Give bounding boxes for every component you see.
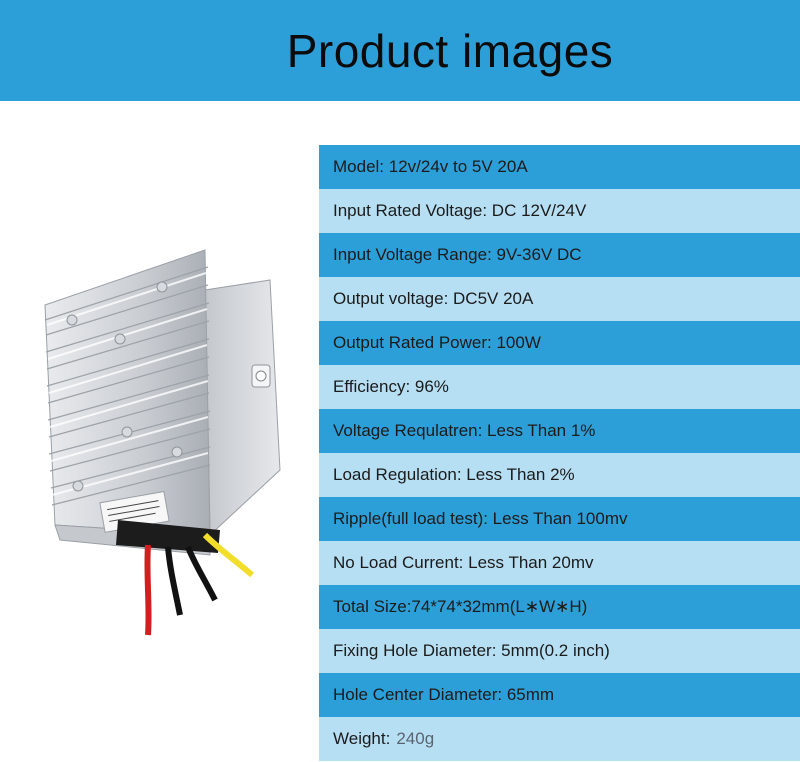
converter-illustration — [44, 249, 281, 636]
spec-row-hole-center-diameter: Hole Center Diameter: 65mm — [319, 673, 800, 717]
spec-text: Total Size:74*74*32mm(L∗W∗H) — [333, 597, 588, 616]
spec-text: Hole Center Diameter: 65mm — [333, 685, 555, 704]
spec-text: Input Rated Voltage: DC 12V/24V — [333, 201, 587, 220]
product-image — [30, 235, 300, 645]
spec-row-load-regulation: Load Regulation: Less Than 2% — [319, 453, 800, 497]
spec-text: Fixing Hole Diameter: 5mm(0.2 inch) — [333, 641, 610, 660]
spec-row-input-voltage-range: Input Voltage Range: 9V-36V DC — [319, 233, 800, 277]
spec-row-ripple: Ripple(full load test): Less Than 100mv — [319, 497, 800, 541]
spec-text: Weight: — [333, 729, 391, 748]
spec-row-no-load-current: No Load Current: Less Than 20mv — [319, 541, 800, 585]
page-title: Product images — [286, 24, 614, 77]
spec-row-total-size: Total Size:74*74*32mm(L∗W∗H) — [319, 585, 800, 629]
spec-text: Output Rated Power: 100W — [333, 333, 541, 352]
spec-value: 240g — [396, 729, 435, 748]
spec-row-output-rated-power: Output Rated Power: 100W — [319, 321, 800, 365]
spec-text: Input Voltage Range: 9V-36V DC — [333, 245, 582, 264]
header-banner: Product images — [0, 0, 800, 101]
spec-row-output-voltage: Output voltage: DC5V 20A — [319, 277, 800, 321]
spec-text: Model: 12v/24v to 5V 20A — [333, 157, 528, 176]
spec-text: No Load Current: Less Than 20mv — [333, 553, 594, 572]
spec-row-input-rated-voltage: Input Rated Voltage: DC 12V/24V — [319, 189, 800, 233]
spec-text: Efficiency: 96% — [333, 377, 449, 396]
spec-row-efficiency: Efficiency: 96% — [319, 365, 800, 409]
spec-text: Ripple(full load test): Less Than 100mv — [333, 509, 628, 528]
spec-text: Load Regulation: Less Than 2% — [333, 465, 575, 484]
spec-row-weight: Weight: 240g — [319, 717, 800, 761]
spec-row-model: Model: 12v/24v to 5V 20A — [319, 145, 800, 189]
spec-text: Voltage Requlatren: Less Than 1% — [333, 421, 596, 440]
spec-row-voltage-regulation: Voltage Requlatren: Less Than 1% — [319, 409, 800, 453]
spec-text: Output voltage: DC5V 20A — [333, 289, 534, 308]
spec-row-fixing-hole-diameter: Fixing Hole Diameter: 5mm(0.2 inch) — [319, 629, 800, 673]
spec-table: Model: 12v/24v to 5V 20A Input Rated Vol… — [319, 145, 800, 761]
